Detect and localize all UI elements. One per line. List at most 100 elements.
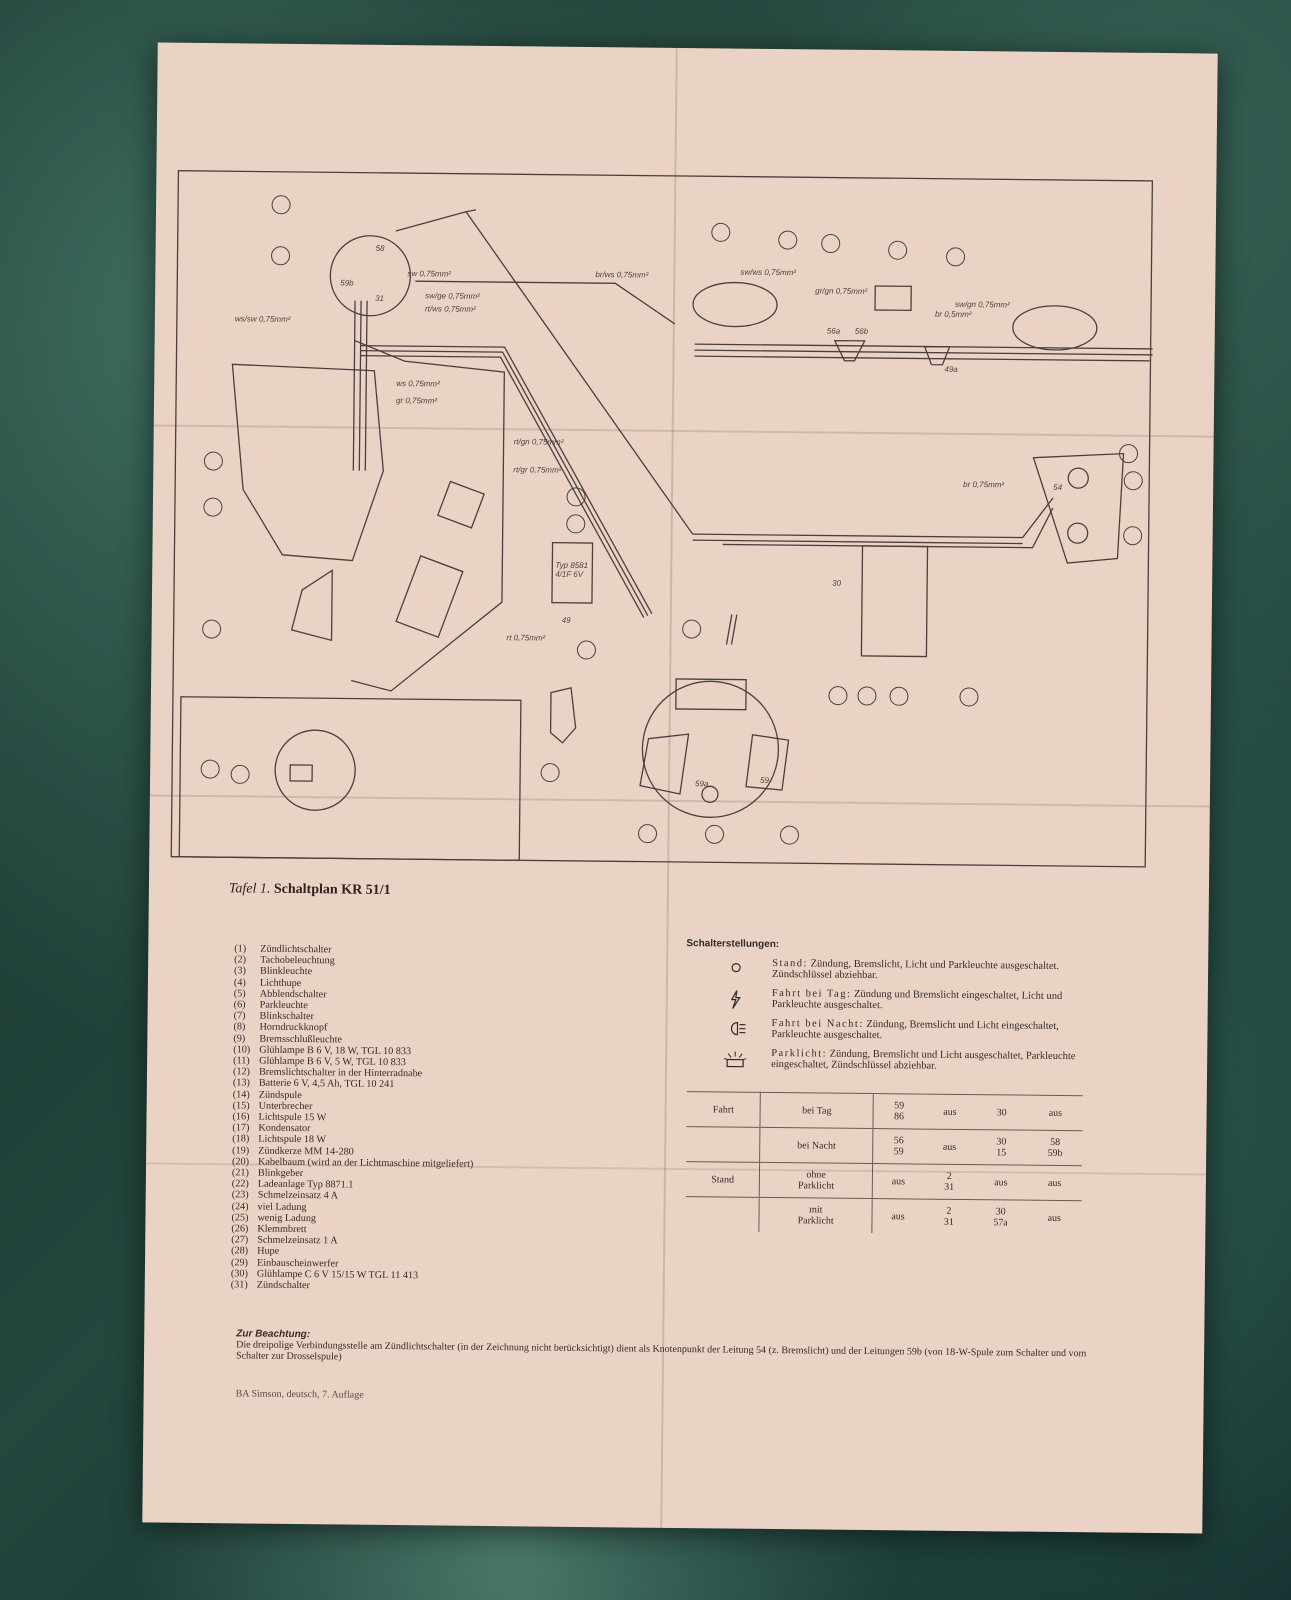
terminal-label: 59a [695,779,709,788]
speedometer [329,235,411,317]
legend-text: Abblendschalter [259,988,327,1001]
parking-light [874,285,912,312]
table-cell: aus [1027,1165,1083,1201]
table-cell: mit Parklicht [759,1197,873,1234]
legend-text: Lichtspule 15 W [258,1111,327,1124]
switch-position-item: Fahrt bei Nacht: Zündung, Bremslicht und… [685,1017,1085,1051]
switch-position-item: Fahrt bei Tag: Zündung und Bremslicht ei… [686,987,1086,1021]
wire-label: sw/gn 0,75mm² [955,300,1010,310]
legend-number: (21) [231,1167,249,1179]
condenser [701,785,719,803]
legend-number: (6) [233,999,246,1011]
table-cell: 58 59b [1027,1130,1083,1166]
legend-text: Zündspule [258,1089,302,1101]
footer: BA Simson, deutsch, 7. Auflage [235,1388,364,1401]
diagram-frame [170,170,1154,868]
wire-label: ws/sw 0,75mm² [235,314,291,324]
wiring-diagram-sheet: sw 0,75mm² br/ws 0,75mm² sw/ge 0,75mm² r… [142,42,1218,1534]
wire-label: sw/ws 0,75mm² [740,268,796,278]
wire-label: ws 0,75mm² [396,379,440,388]
wire-label: sw/ge 0,75mm² [425,291,480,301]
legend-text: Zündschalter [256,1279,311,1292]
table-cell: aus [872,1163,925,1200]
legend-number: (15) [232,1100,250,1112]
table-cell: ohne Parklicht [759,1162,873,1199]
wire-label: br 0,5mm² [935,310,972,319]
wire-label: rt/gn 0,75mm² [514,437,564,447]
relay-type-label: Typ 85814/1F 6V [555,561,588,579]
switch-positions: Schalterstellungen: Stand: Zündung, Brem… [685,938,1086,1081]
legend-text: Bremsschlußleuchte [259,1033,343,1046]
diagram-caption: Tafel 1. Schaltplan KR 51/1 [229,881,391,899]
legend-number: (23) [231,1189,249,1201]
legend-text: Lichthupe [259,977,302,989]
wire-label: rt 0,75mm² [507,633,546,642]
table-cell: aus [924,1129,975,1165]
legend-text: Klemmbrett [257,1223,307,1236]
legend-text: Zündlichtschalter [260,943,332,956]
table-cell: Fahrt [686,1091,761,1128]
table-cell: 30 15 [974,1129,1029,1166]
legend-text: wenig Ladung [257,1212,317,1225]
wire-label: sw 0,75mm² [407,269,451,278]
legend-text: Zündkerze MM 14-280 [258,1145,354,1158]
caption-title: Schaltplan KR 51/1 [273,881,391,898]
switch-positions-heading: Schalterstellungen: [686,938,780,951]
ignition-switch-box [178,696,522,861]
legend-number: (31) [230,1279,248,1291]
legend-number: (30) [230,1268,248,1280]
legend-text: Blinkgeber [257,1167,304,1180]
charging-regulator [395,555,464,639]
legend-number: (28) [231,1245,249,1257]
terminal-label: 49 [562,616,572,625]
table-cell: 2 31 [923,1199,975,1235]
wire-label: rt/gr 0,75mm² [513,465,561,475]
terminal-label: 49a [944,365,958,374]
legend-number: (9) [233,1032,246,1045]
battery [860,545,929,658]
ignition-coil [675,678,747,711]
legend-text: Horndruckknopf [259,1022,328,1034]
legend-text: viel Ladung [257,1201,307,1213]
headlight-housing [231,363,384,562]
legend-number: (11) [233,1055,250,1067]
terminal-label: 59 [760,776,770,785]
lighting-coil-18w [639,733,690,795]
table-cell: 56 59 [872,1128,925,1165]
terminal-label: 59b [340,278,354,287]
wire-label: br 0,75mm² [963,480,1004,489]
switch-position-label: Fahrt bei Tag: [771,987,852,1000]
legend-item: (31) Zündschalter [231,1279,472,1293]
legend-text: Tachobeleuchtung [260,954,335,967]
lighting-coil-15w [745,734,790,791]
legend-text: Schmelzeinsatz 4 A [257,1190,339,1202]
legend-text: Lichtspule 18 W [258,1134,327,1146]
wire-label: br/ws 0,75mm² [595,270,648,280]
flasher-relay [551,541,594,604]
legend-number: (5) [233,988,246,1000]
tail-light [1032,452,1125,564]
legend-number: (1) [234,943,247,955]
table-cell: 59 86 [872,1093,925,1130]
table-cell: aus [871,1198,924,1234]
terminal-label: 56b [855,327,869,336]
terminal-label: 56a [827,327,841,336]
switch-position-text: Zündung, Bremslicht, Licht und Parkleuch… [771,958,1060,982]
component-legend: (1)Zündlichtschalter(2)Tachobeleuchtung(… [231,943,476,1293]
lightning-icon [730,990,741,1009]
wire-label: rt/ws 0,75mm² [425,304,476,314]
rear-blinker [1012,305,1098,351]
legend-number: (17) [232,1122,250,1134]
blinker-switch [923,345,951,366]
legend-number: (19) [232,1144,250,1157]
legend-text: Einbauscheinwerfer [256,1257,339,1270]
wiring-diagram: sw 0,75mm² br/ws 0,75mm² sw/ge 0,75mm² r… [170,170,1155,868]
legend-number: (12) [232,1066,251,1078]
terminal-label: 31 [375,294,384,303]
legend-text: Ladeanlage Typ 8871.1 [257,1178,354,1191]
note: Zur Beachtung: Die dreipolige Verbindung… [236,1328,1116,1370]
legend-number: (8) [233,1021,246,1033]
horn [290,569,333,642]
